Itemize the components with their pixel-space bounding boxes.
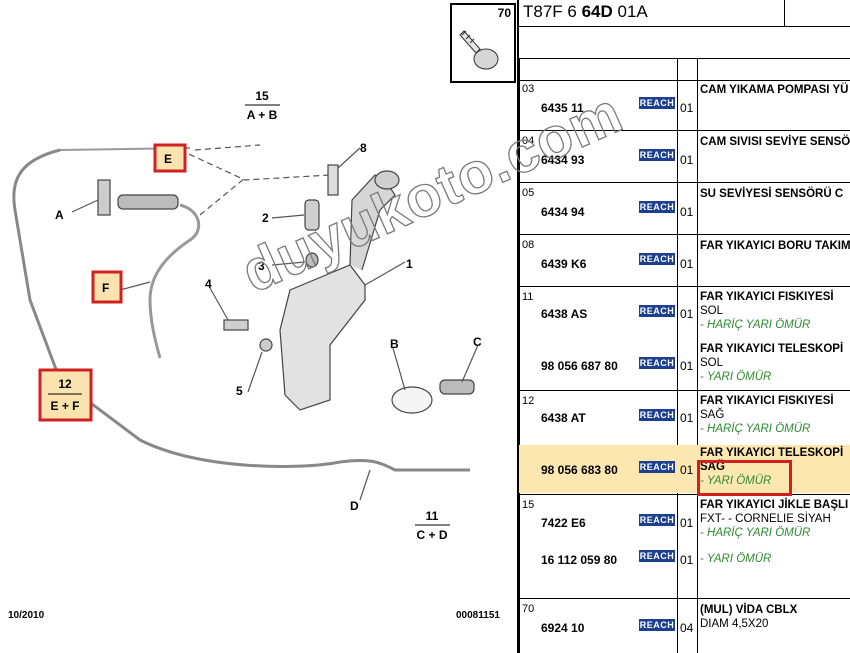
fraction-15-top: 15: [255, 89, 269, 103]
hose-d: [12, 148, 470, 472]
parts-list-panel: T87F 6 64D 01A 03 6435 11 REACH 01 CAM Y…: [517, 0, 850, 653]
fraction-11-bottom: C + D: [416, 528, 447, 542]
fraction-12-bottom: E + F: [50, 399, 79, 413]
callout-e: E: [164, 152, 172, 166]
callout-2: 2: [262, 211, 269, 225]
highlighted-row: [519, 445, 850, 493]
callout-b: B: [390, 337, 399, 351]
callout-3: 3: [258, 259, 265, 273]
reach-badge: REACH: [639, 619, 675, 631]
reach-badge: REACH: [639, 357, 675, 369]
callout-c: C: [473, 335, 482, 349]
reach-badge: REACH: [639, 305, 675, 317]
callout-5: 5: [236, 384, 243, 398]
reach-badge: REACH: [639, 514, 675, 526]
thumbnail-number: 70: [497, 6, 511, 20]
callout-f-box: [91, 270, 123, 304]
callout-1: 1: [406, 257, 413, 271]
fraction-15-bottom: A + B: [247, 108, 278, 122]
reach-badge: REACH: [639, 409, 675, 421]
reach-badge: REACH: [639, 550, 675, 562]
reach-badge: REACH: [639, 461, 675, 473]
diagram-date: 10/2010: [8, 610, 45, 621]
callout-f: F: [102, 281, 109, 295]
highlight-red-box: [697, 460, 792, 496]
callout-e-box: [153, 143, 187, 173]
reach-badge: REACH: [639, 253, 675, 265]
fraction-12-box: [38, 368, 93, 422]
parts-diagram: 1 2 3 4 5 8 A B C D E F 15 A + B 12 E + …: [12, 89, 482, 542]
reach-badge: REACH: [639, 149, 675, 161]
callout-8: 8: [360, 141, 367, 155]
tank: [279, 264, 366, 411]
callout-4: 4: [205, 277, 212, 291]
reach-badge: REACH: [639, 97, 675, 109]
screw-icon: [459, 30, 499, 70]
diagram-number: 00081151: [456, 610, 500, 621]
screw-thumbnail[interactable]: 70: [450, 3, 516, 83]
document-reference: T87F 6 64D 01A: [523, 2, 648, 21]
callout-d: D: [350, 499, 359, 513]
callout-a: A: [55, 208, 64, 222]
reach-badge: REACH: [639, 201, 675, 213]
fraction-12-top: 12: [58, 377, 72, 391]
fraction-11-top: 11: [426, 509, 439, 523]
